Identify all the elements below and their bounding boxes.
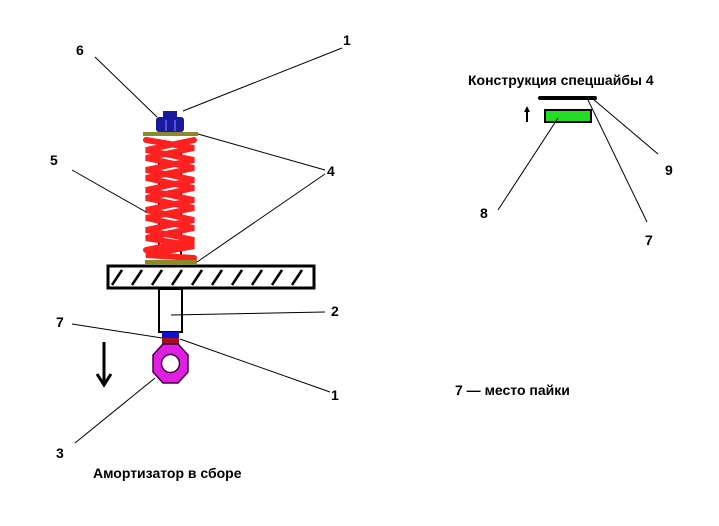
solder-joint-blue (162, 332, 179, 338)
solder-legend-note: 7 — место пайки (455, 382, 570, 398)
mounting-eye (152, 343, 189, 384)
bottom-washer (145, 260, 197, 265)
label-4: 4 (327, 163, 335, 179)
washer-detail-title: Конструкция спецшайбы 4 (468, 72, 654, 88)
down-arrow-icon (95, 342, 113, 388)
assembly-caption: Амортизатор в сборе (93, 465, 242, 481)
label-5: 5 (50, 152, 58, 168)
mounting-plate (106, 264, 316, 290)
label-7-detail: 7 (645, 232, 653, 248)
up-arrow-icon (524, 106, 530, 122)
leader-lines (71, 47, 343, 444)
washer-green-part-8 (544, 109, 592, 123)
label-3: 3 (56, 445, 64, 461)
label-8: 8 (480, 205, 488, 221)
solder-joint-red (162, 338, 179, 344)
label-6: 6 (76, 42, 84, 58)
lower-rod (158, 288, 183, 333)
spring (143, 137, 197, 261)
label-9: 9 (665, 162, 673, 178)
washer-leader-lines (497, 98, 659, 223)
label-2: 2 (331, 303, 339, 319)
top-nut (156, 111, 184, 132)
top-washer (143, 132, 198, 136)
label-1-top: 1 (343, 32, 351, 48)
label-1-bottom: 1 (331, 387, 339, 403)
label-7: 7 (56, 314, 64, 330)
